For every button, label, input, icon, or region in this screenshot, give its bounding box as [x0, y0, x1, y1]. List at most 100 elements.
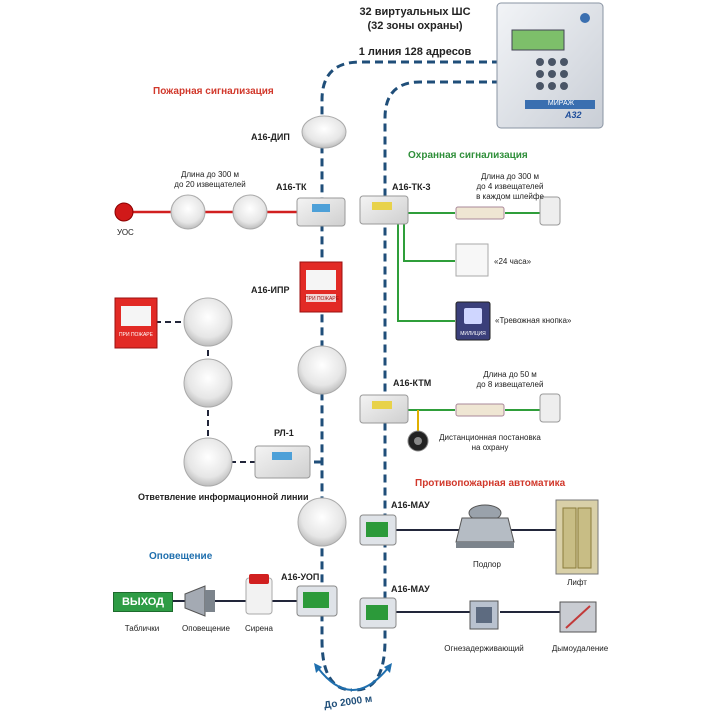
motion-sensor-1 [539, 196, 561, 226]
sec-loop-2 [403, 213, 455, 262]
top-line-2: (32 зоны охраны) [367, 20, 463, 32]
panel-keypad [536, 58, 568, 90]
note-fire-branch-1: Длина до 300 м [180, 170, 240, 179]
header-fire-automation: Противопожарная автоматика [415, 478, 566, 489]
panel-key [536, 58, 544, 66]
panel-brand-strip [525, 100, 595, 109]
label-tk: А16-ТК [276, 182, 307, 192]
siren-cap [249, 574, 269, 584]
panel-key [560, 58, 568, 66]
fan-base [456, 542, 514, 548]
label-alarm-button: «Тревожная кнопка» [495, 316, 572, 325]
panel-key [548, 58, 556, 66]
label-signs: Таблички [124, 624, 160, 633]
label-remote-arm-2: на охрану [471, 443, 509, 452]
panel-brand: МИРАЖ [547, 100, 575, 107]
panel-key [536, 82, 544, 90]
label-uos: УОС [117, 228, 134, 237]
note-info-branch: Ответвление информационной линии [138, 492, 309, 502]
smoke-damper-blade [565, 605, 591, 629]
fan-body [455, 517, 515, 543]
label-mau-1: А16-МАУ [391, 500, 430, 510]
label-dip: А16-ДИП [251, 132, 290, 142]
label-fire-damper: Огнезадерживающий [444, 644, 524, 653]
note-sec-branch-1: Длина до 300 м [480, 172, 540, 181]
note-fire-branch-2: до 20 извещателей [174, 180, 246, 189]
panic-24h-button [455, 243, 489, 277]
fire-detector-2 [232, 194, 268, 230]
magnetic-contact-2 [455, 403, 505, 417]
panel-key [548, 70, 556, 78]
motion-sensor-2 [539, 393, 561, 423]
note-sec-branch-3: в каждом шлейфе [476, 192, 544, 201]
bus-detector-2 [297, 497, 347, 547]
label-siren: Сирена [244, 624, 273, 633]
panel-key [560, 82, 568, 90]
label-24h: «24 часа» [494, 257, 532, 266]
lift-door-left [562, 507, 577, 569]
bus-length-arrow [317, 667, 389, 691]
branch-detector-2 [183, 358, 233, 408]
note-sec-branch-2: до 4 извещателей [476, 182, 544, 191]
branch-detector-1 [183, 297, 233, 347]
label-remote-arm-1: Дистанционная постановка [439, 433, 541, 442]
ipr-plate-text: ПРИ ПОЖАРЕ [305, 296, 339, 302]
header-fire: Пожарная сигнализация [153, 86, 274, 97]
panel-model: А32 [565, 110, 582, 120]
ipr-call-point-plate [306, 294, 336, 302]
label-tk3: А16-ТК-3 [392, 182, 431, 192]
mau-module-1-board [366, 522, 388, 537]
magnetic-contact-1 [455, 206, 505, 220]
note-ktm-1: Длина до 50 м [483, 370, 537, 379]
panel-key [536, 70, 544, 78]
note-ktm-2: до 8 извещателей [476, 380, 544, 389]
lift-shaft [555, 499, 599, 575]
exit-sign: ВЫХОД [113, 592, 173, 612]
tk3-module-screen [372, 202, 392, 210]
top-line-3: 1 линия 128 адресов [358, 46, 472, 58]
dip-detector-top [301, 115, 347, 149]
label-mau-2: А16-МАУ [391, 584, 430, 594]
alarm-button-face [464, 308, 482, 324]
podpor-fan [455, 504, 515, 548]
uos-device [114, 202, 134, 222]
mau-module-2-board [366, 605, 388, 620]
lift-door-right [577, 507, 592, 569]
rl1-module [254, 445, 311, 479]
label-uop: А16-УОП [281, 572, 320, 582]
label-ktm: А16-КТМ [393, 378, 432, 388]
header-security: Охранная сигнализация [408, 150, 528, 161]
bus-detector-1 [297, 345, 347, 395]
top-line-1: 32 виртуальных ШС [359, 6, 471, 18]
header-notification: Оповещение [149, 551, 213, 562]
bus-left [320, 60, 500, 692]
panel-logo [580, 13, 590, 23]
label-ipr: А16-ИПР [251, 285, 290, 295]
panel-key [560, 70, 568, 78]
ktm-module-screen [372, 401, 392, 409]
branch-detector-3 [183, 437, 233, 487]
arrow-head-left [314, 663, 322, 673]
fire-damper-valve [476, 607, 492, 623]
branch-call-point-window [121, 306, 151, 326]
rl1-module-screen [272, 452, 292, 460]
alarm-button-text: МИЛИЦИЯ [460, 331, 486, 337]
label-announce: Оповещение [182, 624, 230, 633]
horn-speaker [184, 585, 206, 617]
label-smoke: Дымоудаление [551, 644, 609, 653]
label-lift: Лифт [567, 578, 587, 587]
horn-mount [205, 590, 215, 612]
touch-memory-reader-core [414, 437, 422, 445]
security-loops [395, 212, 540, 411]
panel-display [511, 29, 565, 51]
arrow-head-right [384, 663, 392, 673]
panel-key [548, 82, 556, 90]
sec-loop-3 [397, 213, 455, 322]
label-rl1: РЛ-1 [274, 428, 294, 438]
branch-plate-text: ПРИ ПОЖАРЕ [119, 332, 153, 338]
control-panel [496, 2, 604, 129]
fire-detector-1 [170, 194, 206, 230]
uop-module-board [303, 592, 329, 608]
tk-module-screen [312, 204, 330, 212]
